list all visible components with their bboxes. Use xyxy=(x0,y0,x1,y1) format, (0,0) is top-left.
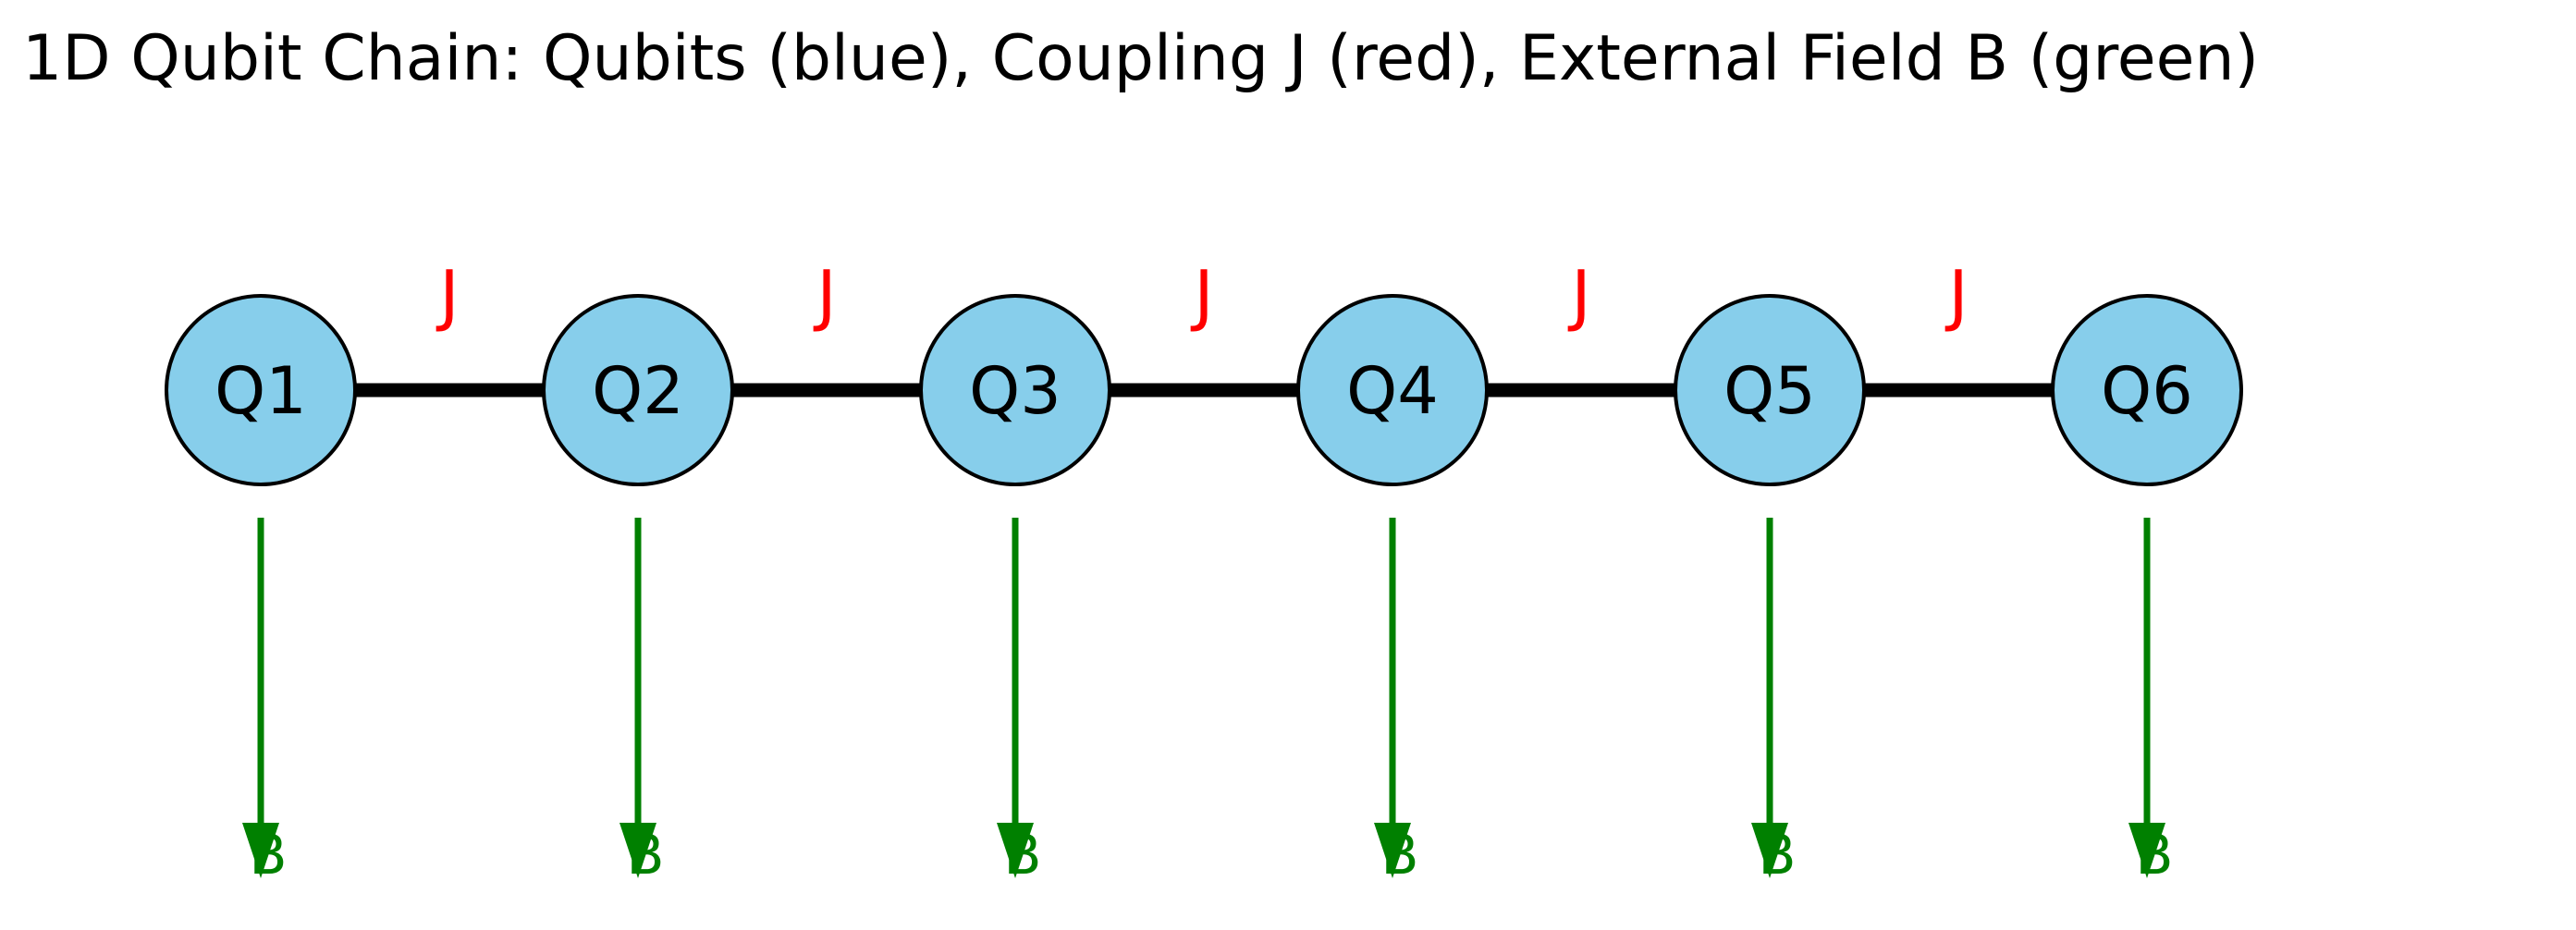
qubit-circle xyxy=(1296,294,1489,486)
qubit-node: Q3 xyxy=(919,294,1111,486)
qubit-node: Q5 xyxy=(1674,294,1866,486)
field-arrow: B xyxy=(619,518,665,887)
field-label: B xyxy=(1758,823,1796,887)
qubit-label: Q3 xyxy=(969,353,1061,429)
qubit-circle xyxy=(165,294,357,486)
field-arrow: B xyxy=(1374,518,1419,887)
qubit-label: Q2 xyxy=(592,353,684,429)
field-label: B xyxy=(1003,823,1041,887)
qubit-node: Q6 xyxy=(2051,294,2243,486)
qubit-label: Q4 xyxy=(1346,353,1439,429)
diagram-title: 1D Qubit Chain: Qubits (blue), Coupling … xyxy=(22,22,2259,95)
field-arrowhead xyxy=(242,823,279,878)
qubit-circle xyxy=(1674,294,1866,486)
qubit-label: Q1 xyxy=(215,353,307,429)
qubit-label: Q6 xyxy=(2101,353,2193,429)
field-arrowhead xyxy=(1374,823,1411,878)
field-label: B xyxy=(2135,823,2173,887)
qubit-circle xyxy=(542,294,734,486)
field-arrow: B xyxy=(1751,518,1797,887)
field-label: B xyxy=(626,823,664,887)
qubit-label: Q5 xyxy=(1723,353,1816,429)
coupling-label: J xyxy=(1567,256,1590,334)
qubits-layer: Q1 Q2 Q3 Q4 Q5 Q6 xyxy=(165,294,2243,486)
coupling-label: J xyxy=(435,256,459,334)
qubit-node: Q2 xyxy=(542,294,734,486)
qubit-circle xyxy=(919,294,1111,486)
field-label: B xyxy=(249,823,287,887)
field-label: B xyxy=(1380,823,1418,887)
field-arrowhead xyxy=(997,823,1034,878)
qubit-circle xyxy=(2051,294,2243,486)
field-arrowhead xyxy=(1751,823,1788,878)
field-arrowhead xyxy=(619,823,656,878)
field-arrowhead xyxy=(2128,823,2165,878)
field-arrow: B xyxy=(2128,518,2174,887)
qubit-node: Q4 xyxy=(1296,294,1489,486)
field-arrow: B xyxy=(242,518,288,887)
coupling-label: J xyxy=(1944,256,1968,334)
coupling-label: J xyxy=(1190,256,1213,334)
qubit-node: Q1 xyxy=(165,294,357,486)
coupling-label: J xyxy=(813,256,836,334)
field-arrow: B xyxy=(997,518,1042,887)
